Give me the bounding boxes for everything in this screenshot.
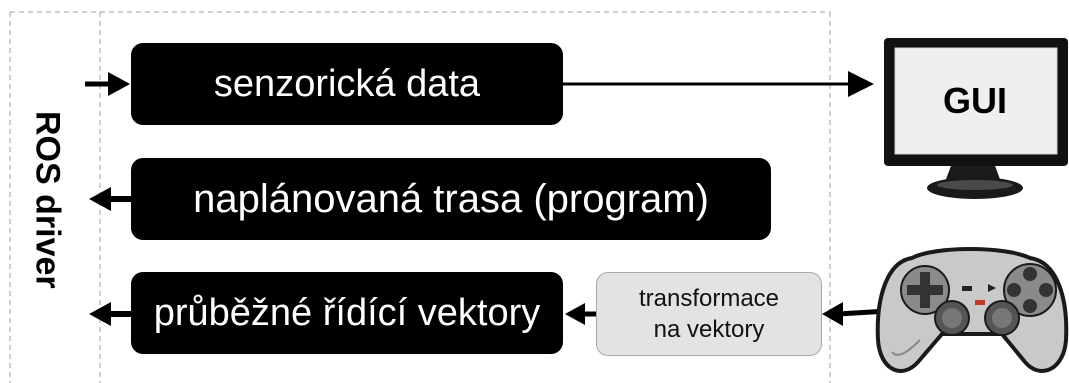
ros-frame	[9, 11, 831, 383]
planned-path-label: naplánovaná trasa (program)	[193, 176, 709, 221]
sensor-data-label: senzorická data	[213, 62, 481, 105]
arrow-sensor-to-gui	[563, 71, 874, 97]
control-vectors-box: průběžné řídící vektory	[131, 272, 563, 354]
transform-line2: na vektory	[653, 316, 765, 343]
monitor-icon	[884, 38, 1068, 199]
arrow-control-vectors-out	[89, 302, 131, 326]
gui-label: GUI	[942, 80, 1007, 121]
arrow-planned-path-out	[89, 187, 131, 211]
ros-driver-label: ROS driver	[28, 111, 67, 289]
arrow-transform-to-vectors	[565, 303, 597, 325]
planned-path-box: naplánovaná trasa (program)	[131, 158, 771, 240]
arrow-into-sensor-data	[85, 72, 130, 96]
control-vectors-label: průběžné řídící vektory	[153, 291, 541, 334]
transform-line1: transformace	[638, 285, 780, 312]
gamepad-icon	[875, 247, 1069, 373]
transform-box: transformace na vektory	[596, 272, 822, 356]
sensor-data-box: senzorická data	[131, 43, 563, 125]
